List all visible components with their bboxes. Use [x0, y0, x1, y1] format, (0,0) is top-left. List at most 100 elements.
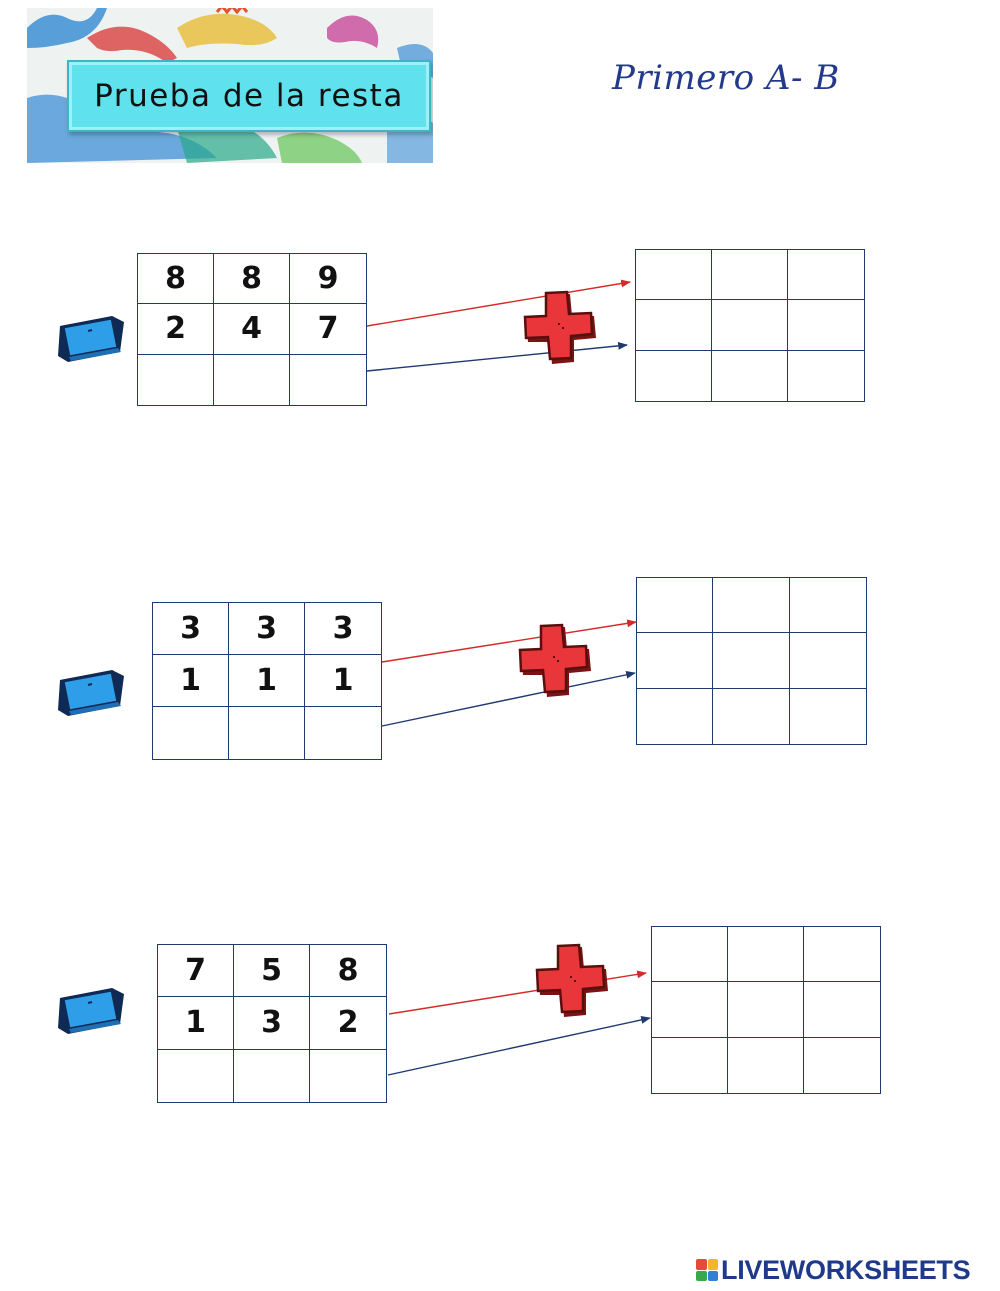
brand-footer: LIVEWORKSHEETS — [696, 1254, 971, 1286]
exercise-2-add-cell[interactable] — [789, 633, 866, 689]
exercise-2-add-cell[interactable] — [637, 688, 714, 744]
plus-icon — [523, 290, 596, 364]
arrow-red — [381, 619, 637, 663]
exercise-3-sub-answer-input[interactable] — [310, 1049, 386, 1102]
exercise-2-sub-cell: 1 — [229, 655, 305, 707]
exercise-2-add-cell[interactable] — [713, 688, 790, 744]
exercise-3-sub-cell[interactable] — [158, 1049, 234, 1102]
brand-name: LIVEWORKSHEETS — [721, 1254, 971, 1285]
minus-icon — [58, 316, 124, 362]
exercise-3-add-answer-input[interactable] — [804, 982, 880, 1037]
exercise-2-add-cell[interactable] — [637, 633, 714, 689]
exercise-3-add-answer-input[interactable] — [652, 1037, 727, 1093]
exercise-2-add-answer-input[interactable] — [789, 578, 866, 633]
exercise-1-add-answer-input[interactable] — [636, 250, 711, 300]
exercise-2-add-cell[interactable] — [637, 578, 714, 634]
exercise-2-add-answer-input[interactable] — [637, 578, 713, 633]
minus-icon — [58, 670, 124, 716]
exercise-2-add-answer-input[interactable] — [713, 688, 789, 744]
exercise-3-sub-cell[interactable] — [234, 1049, 310, 1102]
exercise-1-add-answer-input[interactable] — [788, 350, 864, 401]
exercise-2-add-cell[interactable] — [789, 578, 866, 634]
exercise-1-add-answer-input[interactable] — [788, 250, 864, 300]
exercise-1-add-answer-input[interactable] — [712, 300, 787, 350]
minus-icon — [58, 988, 124, 1034]
exercise-2-add-cell[interactable] — [713, 578, 790, 634]
exercise-2-sub-cell[interactable] — [153, 707, 229, 759]
exercise-3-sub-cell: 2 — [310, 997, 386, 1050]
exercise-1-sub-cell[interactable] — [290, 354, 366, 405]
dinosaur-illustration — [27, 8, 433, 163]
exercise-2-add-answer-input[interactable] — [713, 578, 789, 633]
exercise-2-sub-answer-input[interactable] — [153, 707, 228, 759]
exercise-3-sub-answer-input[interactable] — [234, 1049, 309, 1102]
exercise-3-add-cell[interactable] — [728, 927, 804, 983]
exercise-1-sub-answer-input[interactable] — [290, 354, 366, 405]
exercise-1-sub-answer-input[interactable] — [138, 354, 213, 405]
exercise-3-sub-cell: 3 — [234, 997, 310, 1050]
liveworksheets-logo-icon — [696, 1259, 718, 1281]
exercise-1-sub-cell[interactable] — [214, 354, 290, 405]
exercise-3-add-cell[interactable] — [804, 927, 880, 983]
exercise-3-sub-cell: 5 — [234, 945, 310, 998]
exercise-3-add-answer-input[interactable] — [804, 927, 880, 982]
exercise-2-sub-cell: 3 — [305, 603, 381, 655]
header-banner: Prueba de la resta — [27, 8, 433, 163]
exercise-2-sub-answer-input[interactable] — [229, 707, 304, 759]
exercise-1-sub-cell: 4 — [214, 304, 290, 355]
exercise-3-add-cell[interactable] — [804, 982, 880, 1038]
exercise-1-add-cell[interactable] — [712, 300, 788, 351]
exercise-3-add-answer-input[interactable] — [728, 1037, 803, 1093]
exercise-1-add-cell[interactable] — [788, 250, 864, 301]
exercise-2-add-answer-input[interactable] — [637, 633, 713, 688]
exercise-1-sub-cell: 7 — [290, 304, 366, 355]
exercise-2-sub-cell: 3 — [229, 603, 305, 655]
exercise-1-addition-grid — [635, 249, 865, 402]
exercise-3-sub-cell[interactable] — [310, 1049, 386, 1102]
exercise-1-sub-answer-input[interactable] — [214, 354, 289, 405]
exercise-3-add-answer-input[interactable] — [652, 982, 727, 1037]
exercise-1-add-cell[interactable] — [712, 350, 788, 401]
exercise-1-add-answer-input[interactable] — [712, 350, 787, 401]
exercise-3-add-cell[interactable] — [728, 1037, 804, 1093]
exercise-3-add-answer-input[interactable] — [804, 1037, 880, 1093]
plus-icon — [535, 943, 608, 1017]
exercise-3-sub-answer-input[interactable] — [158, 1049, 233, 1102]
exercise-1-add-answer-input[interactable] — [788, 300, 864, 350]
exercise-1-add-answer-input[interactable] — [636, 300, 711, 350]
exercise-1-add-cell[interactable] — [788, 350, 864, 401]
exercise-1-add-answer-input[interactable] — [636, 350, 711, 401]
exercise-3-add-cell[interactable] — [804, 1037, 880, 1093]
exercise-2-add-answer-input[interactable] — [637, 688, 713, 744]
exercise-2-add-answer-input[interactable] — [789, 633, 866, 688]
exercise-2-add-answer-input[interactable] — [713, 633, 789, 688]
exercise-2-add-cell[interactable] — [713, 633, 790, 689]
exercise-2-sub-cell[interactable] — [229, 707, 305, 759]
exercise-3-add-cell[interactable] — [652, 982, 728, 1038]
exercise-2-sub-answer-input[interactable] — [305, 707, 381, 759]
exercise-2-sub-cell[interactable] — [305, 707, 381, 759]
exercise-1-add-cell[interactable] — [636, 350, 712, 401]
exercise-3-add-answer-input[interactable] — [652, 927, 727, 982]
exercise-1-add-cell[interactable] — [636, 250, 712, 301]
exercise-1-add-cell[interactable] — [636, 300, 712, 351]
exercise-2-sub-cell: 3 — [153, 603, 229, 655]
exercise-1-add-cell[interactable] — [712, 250, 788, 301]
exercise-1-sub-cell[interactable] — [138, 354, 214, 405]
exercise-1-add-answer-input[interactable] — [712, 250, 787, 300]
exercise-3-add-cell[interactable] — [728, 982, 804, 1038]
exercise-3-addition-grid — [651, 926, 881, 1094]
exercise-3-add-answer-input[interactable] — [728, 982, 803, 1037]
arrow-blue — [381, 670, 636, 727]
exercise-3-add-cell[interactable] — [652, 927, 728, 983]
exercise-2-add-answer-input[interactable] — [789, 688, 866, 744]
exercise-2-add-cell[interactable] — [789, 688, 866, 744]
exercise-1-sub-cell: 8 — [138, 254, 214, 305]
exercise-3-add-answer-input[interactable] — [728, 927, 803, 982]
exercise-3-add-cell[interactable] — [652, 1037, 728, 1093]
exercise-2-sub-cell: 1 — [153, 655, 229, 707]
exercise-1-add-cell[interactable] — [788, 300, 864, 351]
